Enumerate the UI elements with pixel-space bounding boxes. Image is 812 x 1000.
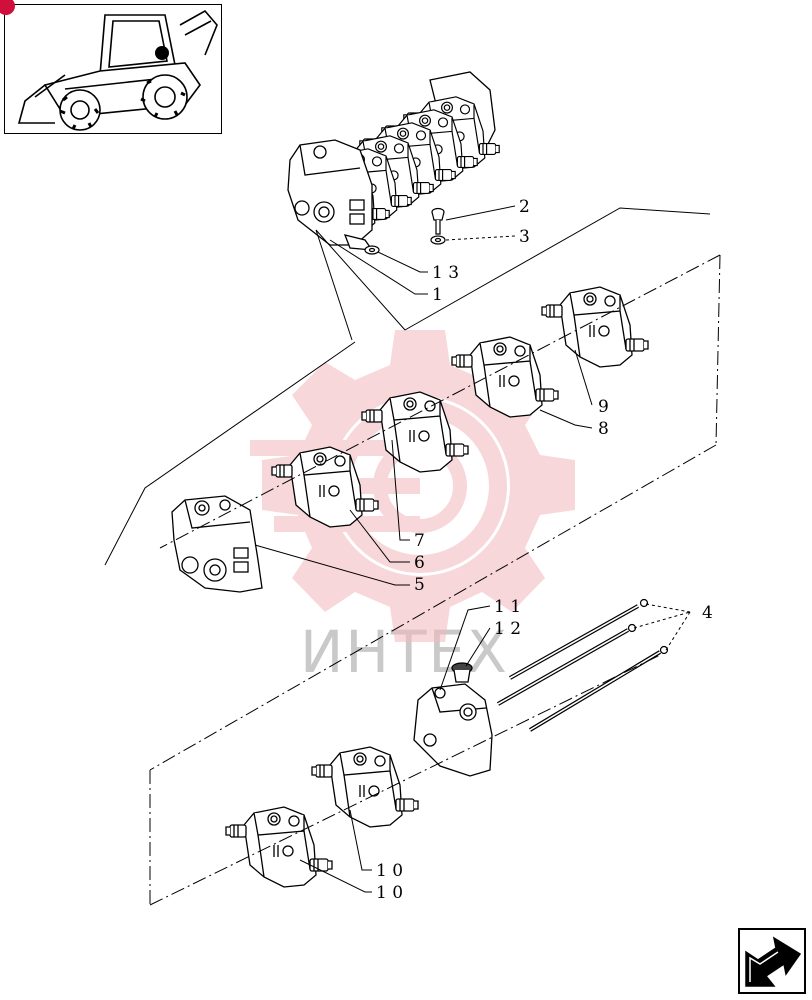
alignment-lines bbox=[149, 254, 721, 906]
bolt-part[interactable] bbox=[431, 207, 445, 235]
boundary-lines bbox=[104, 207, 711, 566]
callout-7: 7 bbox=[414, 531, 425, 551]
callout-10a: 1 0 bbox=[376, 861, 403, 881]
callout-13: 1 3 bbox=[432, 263, 459, 283]
next-page-arrow-icon bbox=[745, 936, 802, 987]
callout-2: 2 bbox=[519, 197, 530, 217]
valve-section-9[interactable] bbox=[541, 286, 649, 368]
callout-12: 1 2 bbox=[494, 619, 521, 639]
callout-5: 5 bbox=[414, 575, 425, 595]
callout-11: 1 1 bbox=[494, 597, 521, 617]
valve-section-10b[interactable] bbox=[225, 806, 333, 888]
tie-rods-4[interactable] bbox=[497, 598, 669, 732]
next-page-button[interactable] bbox=[738, 928, 806, 994]
callout-10b: 1 0 bbox=[376, 883, 403, 903]
thumbnail-badge bbox=[0, 0, 15, 15]
callout-6: 6 bbox=[414, 553, 425, 573]
machine-thumbnail[interactable] bbox=[0, 0, 222, 134]
callout-3: 3 bbox=[519, 227, 530, 247]
callout-labels: 2 3 1 3 1 9 8 7 6 5 1 1 1 2 4 1 0 1 0 bbox=[376, 197, 713, 903]
callout-8: 8 bbox=[598, 419, 609, 439]
leader-lines bbox=[254, 205, 691, 893]
valve-section-10a[interactable] bbox=[311, 746, 419, 828]
plug-12[interactable] bbox=[451, 662, 473, 683]
callout-4: 4 bbox=[702, 603, 713, 623]
inlet-cover-5[interactable] bbox=[171, 495, 263, 593]
callout-1: 1 bbox=[432, 285, 443, 305]
outlet-cover-11[interactable] bbox=[413, 683, 493, 777]
backhoe-loader-icon bbox=[17, 9, 218, 131]
washer-part[interactable] bbox=[430, 235, 446, 245]
assembled-valve-bank[interactable] bbox=[287, 71, 500, 251]
washer-part-13[interactable] bbox=[364, 245, 380, 255]
callout-9: 9 bbox=[598, 397, 609, 417]
